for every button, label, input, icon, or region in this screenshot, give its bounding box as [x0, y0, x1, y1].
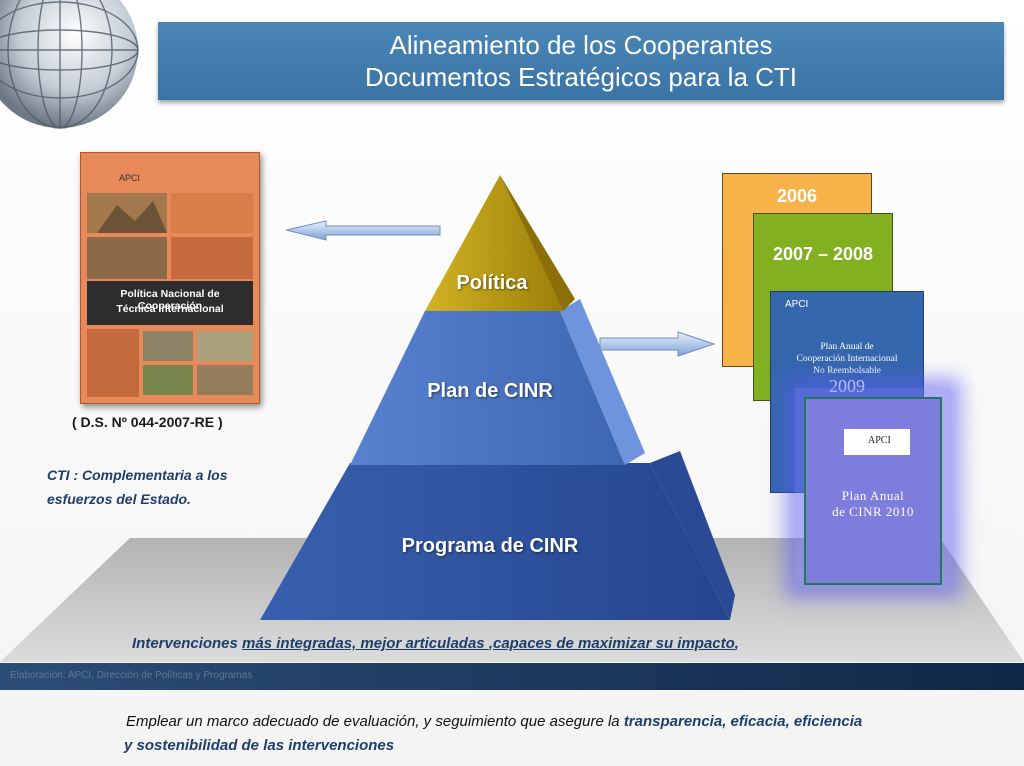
- cti-note-line2: esfuerzos del Estado.: [47, 491, 191, 507]
- interv-suffix: ,: [734, 635, 739, 652]
- book-2009-line2: Cooperación Internacional: [796, 354, 898, 364]
- card-2010-line2: de CINR 2010: [832, 504, 914, 519]
- book-title-line2: Técnica Internacional: [116, 303, 224, 315]
- book-title-line1: Política Nacional de Cooperación: [120, 288, 220, 312]
- card-2010-line1: Plan Anual: [841, 488, 905, 503]
- plan-card-2010: APCI Plan Anual de CINR 2010: [804, 397, 942, 585]
- book-2009-line1: Plan Anual de: [820, 342, 874, 352]
- interv-prefix: Intervenciones: [132, 635, 243, 652]
- interv-part2: capaces de maximizar su impacto: [493, 635, 735, 652]
- pyramid-label-plan: Plan de CINR: [427, 380, 553, 402]
- interv-sep: ,: [488, 635, 493, 652]
- pyramid-level-politica: [425, 175, 575, 311]
- footer-bar: [0, 663, 1024, 690]
- bottom-text-line1: Emplear un marco adecuado de evaluación,…: [126, 713, 862, 730]
- globe-icon: [0, 0, 139, 129]
- card-2006-label: 2006: [776, 186, 818, 206]
- bottom-line1-bold: transparencia, eficacia, eficiencia: [623, 713, 863, 730]
- policy-book-cover: APCI Política Nacional de Cooperación Té…: [80, 152, 260, 404]
- book-2009-line3: No Reembolsable: [813, 366, 881, 376]
- card-2007-label: 2007 – 2008: [772, 244, 874, 264]
- cti-note-line1: CTI : Complementaria a los: [47, 467, 228, 483]
- bottom-line1-text: Emplear un marco adecuado de evaluación,…: [126, 713, 624, 730]
- book-bottom-collage: [87, 329, 253, 397]
- page-title-line1: Alineamiento de los Cooperantes: [389, 30, 773, 60]
- bottom-text-line2: y sostenibilidad de las intervenciones: [124, 737, 395, 754]
- card-2010-logo-text: APCI: [868, 435, 891, 446]
- title-banner: Alineamiento de los Cooperantes Document…: [158, 22, 1004, 100]
- apci-logo-text: APCI: [119, 173, 141, 183]
- book-photo-collage: [87, 193, 253, 279]
- interv-part1: más integradas, mejor articuladas: [242, 635, 489, 652]
- decree-label: ( D.S. Nº 044-2007-RE ): [72, 414, 223, 430]
- pyramid-label-politica: Política: [456, 272, 528, 294]
- book-title-band: Política Nacional de Cooperación Técnica…: [87, 281, 253, 325]
- page-title-line2: Documentos Estratégicos para la CTI: [364, 62, 798, 92]
- footer-source: Elaboración: APCI, Dirección de Política…: [10, 670, 253, 681]
- card-2010-logo: APCI: [844, 429, 910, 455]
- interventions-line: Intervenciones más integradas, mejor art…: [132, 635, 739, 652]
- book-2009-logo: APCI: [785, 299, 809, 310]
- strategy-pyramid: [260, 175, 735, 620]
- pyramid-level-plan: [350, 299, 645, 465]
- pyramid-level-programa: [260, 451, 735, 620]
- pyramid-label-programa: Programa de CINR: [401, 535, 579, 557]
